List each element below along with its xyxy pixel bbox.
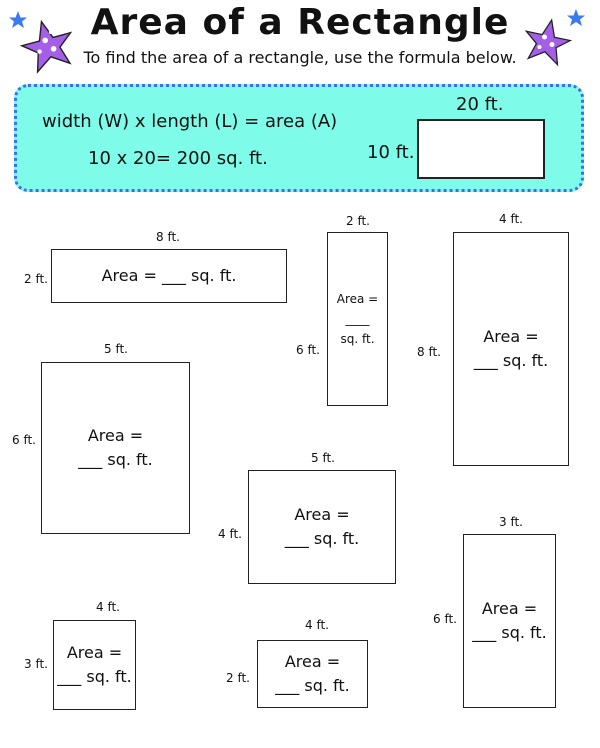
length-label: 2 ft. <box>24 272 48 286</box>
length-label: 3 ft. <box>24 657 48 671</box>
width-label: 4 ft. <box>96 600 120 614</box>
rectangle-problem-2: Area = ____ sq. ft. <box>327 232 388 406</box>
rectangle-problem-4: Area = ___ sq. ft. <box>41 362 190 534</box>
rectangle-problem-7: Area = ___ sq. ft. <box>53 620 136 710</box>
area-prompt: Area = <box>284 652 341 671</box>
answer-blank[interactable]: ___ sq. ft. <box>275 676 350 695</box>
width-label: 8 ft. <box>156 230 180 244</box>
answer-blank[interactable]: ___ sq. ft. <box>57 667 132 686</box>
example-rectangle <box>417 119 545 179</box>
width-label: 4 ft. <box>499 212 523 226</box>
area-prompt: Area = <box>336 292 379 306</box>
example-width-label: 20 ft. <box>456 94 504 115</box>
small-star-icon <box>9 11 27 28</box>
length-label: 2 ft. <box>226 671 250 685</box>
example-length-label: 10 ft. <box>367 142 415 163</box>
answer-blank[interactable]: ___ sq. ft. <box>284 529 360 548</box>
answer-blank[interactable]: ___ sq. ft. <box>78 450 153 469</box>
area-prompt: Area = <box>483 327 539 346</box>
length-label: 6 ft. <box>433 612 457 626</box>
rectangle-problem-8: Area = ___ sq. ft. <box>257 640 368 708</box>
rectangle-problem-5: Area = ___ sq. ft. <box>248 470 396 584</box>
width-label: 5 ft. <box>104 342 128 356</box>
area-prompt: Area = <box>481 599 538 618</box>
width-label: 4 ft. <box>305 618 329 632</box>
area-prompt: Area = <box>294 505 350 524</box>
width-label: 2 ft. <box>346 214 370 228</box>
rectangle-problem-6: Area = ___ sq. ft. <box>463 534 556 708</box>
small-star-icon <box>567 9 585 26</box>
length-label: 4 ft. <box>218 527 242 541</box>
area-prompt: Area = <box>87 426 144 445</box>
area-prompt: Area = <box>101 266 157 285</box>
formula-text: width (W) x length (L) = area (A) <box>42 111 338 132</box>
area-prompt: Area = <box>66 643 123 662</box>
instructions: To find the area of a rectangle, use the… <box>83 48 517 67</box>
width-label: 3 ft. <box>499 515 523 529</box>
length-label: 6 ft. <box>296 343 320 357</box>
unit-label: sq. ft. <box>340 332 375 346</box>
purple-star-icon <box>524 18 572 67</box>
answer-blank[interactable]: ___ sq. ft. <box>161 266 237 285</box>
page-title: Area of a Rectangle <box>90 2 510 43</box>
rectangle-problem-3: Area = ___ sq. ft. <box>453 232 569 466</box>
rectangle-problem-1: Area = ___ sq. ft. <box>51 249 287 303</box>
answer-blank[interactable]: ___ sq. ft. <box>472 623 547 642</box>
example-calculation: 10 x 20= 200 sq. ft. <box>88 148 268 169</box>
length-label: 6 ft. <box>12 433 36 447</box>
length-label: 8 ft. <box>417 345 441 359</box>
width-label: 5 ft. <box>311 451 335 465</box>
answer-blank[interactable]: ____ <box>345 312 370 326</box>
purple-star-icon <box>20 19 73 74</box>
answer-blank[interactable]: ___ sq. ft. <box>473 351 549 370</box>
